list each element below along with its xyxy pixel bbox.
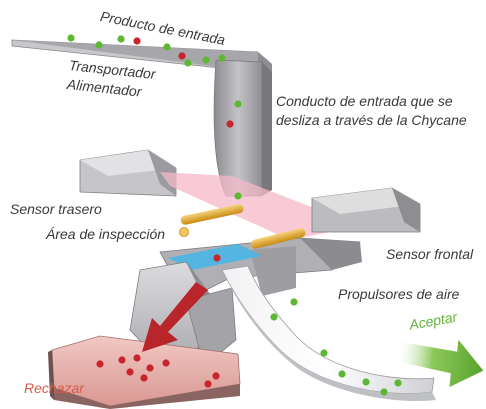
good-product [320, 349, 328, 357]
good-product [184, 59, 192, 67]
accept-arrow [397, 339, 484, 388]
product-particles [67, 34, 402, 396]
bad-product [178, 52, 186, 60]
good-product [202, 56, 210, 64]
bad-product [226, 120, 234, 128]
reject-tray [48, 335, 241, 409]
inspection-light-beam [160, 172, 360, 240]
bad-product [204, 380, 212, 388]
good-product [362, 378, 370, 386]
good-product [67, 34, 75, 42]
label-rear-sensor: Sensor trasero [10, 201, 102, 217]
reject-arrow [142, 282, 208, 352]
bad-product [96, 360, 104, 368]
bad-product [126, 368, 134, 376]
front-sensor-box [311, 187, 421, 233]
good-product [163, 43, 171, 51]
sensor-rods [179, 204, 306, 249]
bad-product [118, 356, 126, 364]
bad-product [133, 354, 141, 362]
bad-product [133, 37, 141, 45]
bad-product [146, 364, 154, 372]
good-product [234, 100, 242, 108]
label-entry-chute: Conducto de entrada que se desliza a tra… [276, 92, 467, 130]
good-product [290, 298, 298, 306]
label-inspection-area: Área de inspección [46, 226, 166, 242]
label-chute-line1: Conducto de entrada que se [276, 93, 453, 109]
bad-product [212, 372, 220, 380]
bad-product [140, 374, 148, 382]
label-air-jets: Propulsores de aire [338, 286, 460, 302]
good-product [234, 192, 242, 200]
bad-product [162, 359, 170, 367]
label-reject: Rechazar [24, 380, 84, 396]
good-product [117, 35, 125, 43]
bad-product [213, 254, 221, 262]
accept-slide [221, 265, 435, 394]
good-product [218, 54, 226, 62]
good-product [394, 379, 402, 387]
label-front-sensor: Sensor frontal [386, 246, 474, 262]
good-product [270, 313, 278, 321]
good-product [95, 41, 103, 49]
label-chute-line2: desliza a través de la Chycane [276, 112, 467, 128]
good-product [338, 370, 346, 378]
good-product [380, 388, 388, 396]
